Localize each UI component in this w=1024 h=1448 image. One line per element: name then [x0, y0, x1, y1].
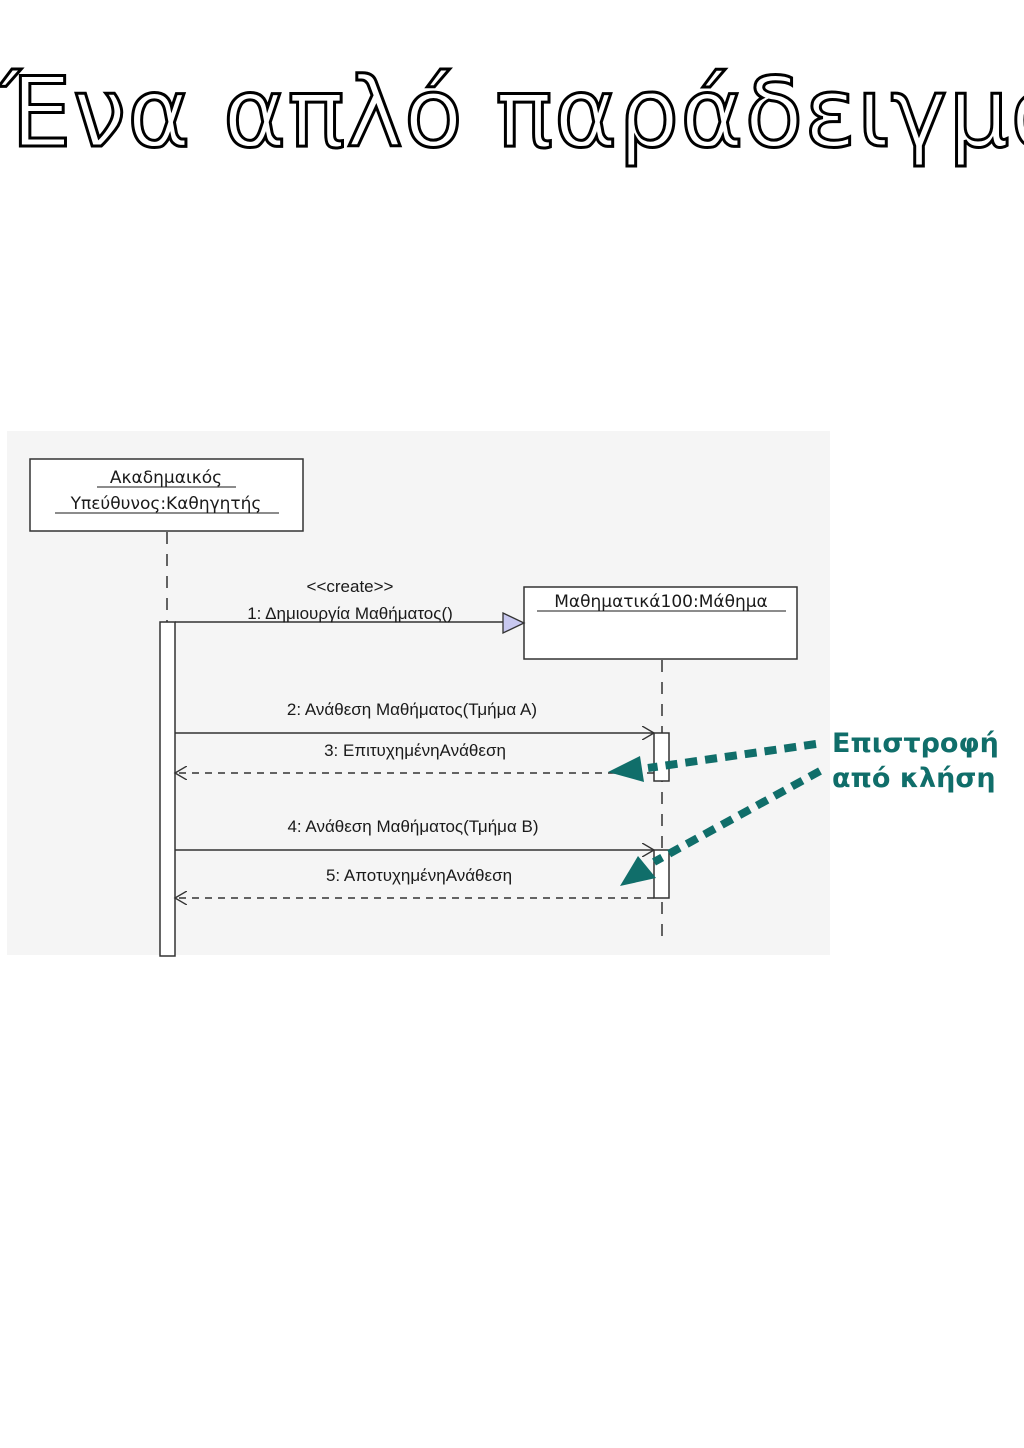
object-box-professor: [29, 458, 304, 532]
message-3-label: 3: ΕπιτυχημένηΑνάθεση: [324, 741, 506, 760]
slide-title: Ένα απλό παράδειγμα: [0, 57, 1024, 170]
annotation-arrowhead-2: [620, 856, 656, 886]
annotation-arrowhead-1: [608, 756, 644, 782]
object-professor-line2: Υπεύθυνος:Καθηγητής: [70, 494, 262, 514]
activation-professor: [159, 621, 176, 957]
object-course-label: Μαθηματικά100:Μάθημα: [554, 592, 768, 612]
message-2-label: 2: Ανάθεση Μαθήματος(Τμήμα Α): [287, 700, 537, 719]
activation-course-1: [653, 732, 670, 782]
annotation-line2: από κλήση: [832, 763, 996, 794]
annotation-pointer-2: [652, 767, 822, 866]
message-5-label: 5: ΑποτυχημένηΑνάθεση: [326, 866, 512, 885]
annotation-pointer-1: [647, 740, 817, 772]
object-box-course: [523, 586, 798, 660]
message-4-label: 4: Ανάθεση Μαθήματος(Τμήμα Β): [287, 817, 538, 836]
object-professor-line1: Ακαδημαικός: [110, 468, 222, 488]
message-1-stereotype: <<create>>: [307, 577, 394, 596]
message-1-label: 1: Δημιουργία Μαθήματος(): [247, 604, 453, 623]
create-arrowhead: [502, 611, 526, 635]
annotation-line1: Επιστροφή: [832, 728, 999, 759]
